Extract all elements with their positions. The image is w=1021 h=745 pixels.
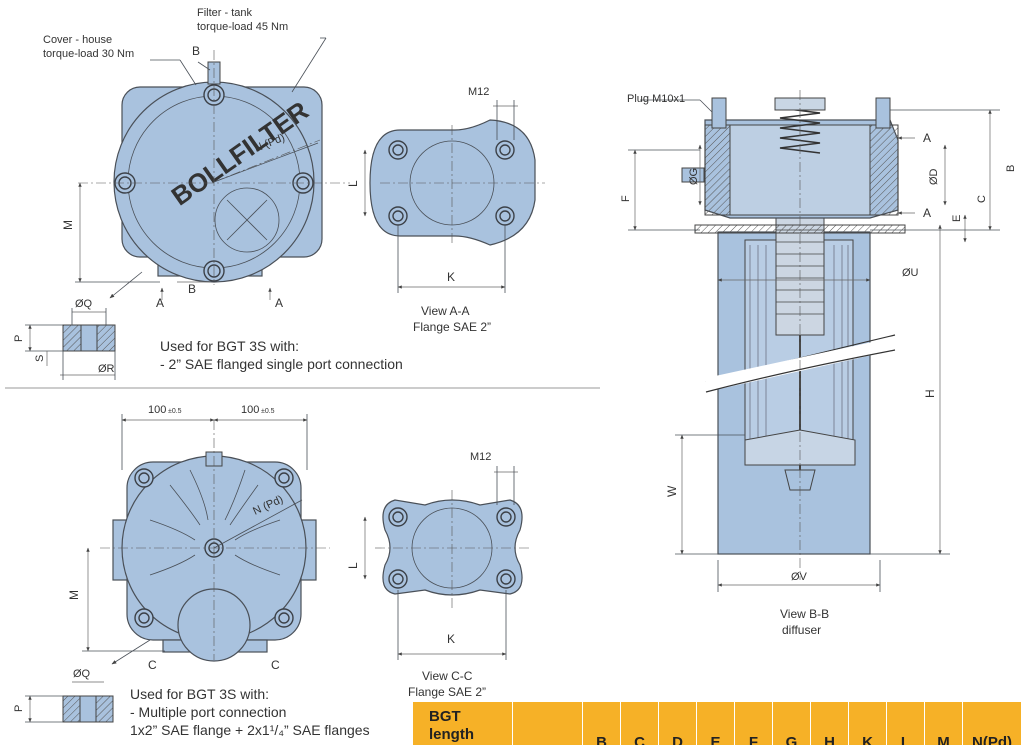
table-header-cell: G xyxy=(773,702,811,745)
port-section-detail-2 xyxy=(25,681,114,723)
table-header-cell: M xyxy=(925,702,963,745)
dim-ou: ØU xyxy=(902,267,919,279)
used-for-label-2: Used for BGT 3S with: xyxy=(130,686,269,702)
section-a-left: A xyxy=(156,296,164,310)
cover-house-label: Cover - house xyxy=(43,34,112,46)
section-a-right: A xyxy=(275,296,283,310)
dim-e: E xyxy=(951,215,963,222)
section-view-bb xyxy=(628,90,1000,592)
dim-p: P xyxy=(13,335,25,342)
dim-og: ØG xyxy=(688,168,700,185)
table-header-cell: B xyxy=(583,702,621,745)
section-a-upper: A xyxy=(923,131,931,145)
filter-tank-torque: torque-load 45 Nm xyxy=(197,21,288,33)
used-for-label-1: Used for BGT 3S with: xyxy=(160,338,299,354)
section-c-right: C xyxy=(271,658,280,672)
dim-b-right: B xyxy=(1005,165,1017,172)
table-header-cell: E xyxy=(697,702,735,745)
table-header-cell: F xyxy=(735,702,773,745)
dim-k-2: K xyxy=(447,632,455,646)
dim-m-2: M xyxy=(67,590,81,600)
dim-ov: ØV xyxy=(791,571,808,583)
dim-m12: M12 xyxy=(468,86,489,98)
dim-100-left: 100 xyxy=(148,404,166,416)
table-header-cell: N(Pd) xyxy=(972,734,1012,745)
port-section-detail xyxy=(25,308,116,380)
dim-m: M xyxy=(61,220,75,230)
dim-k: K xyxy=(447,270,455,284)
filter-tank-label: Filter - tank xyxy=(197,7,253,19)
outlet-circle xyxy=(214,187,280,253)
labels: Filter - tank torque-load 45 Nm Cover - … xyxy=(13,7,1017,738)
section-c-left: C xyxy=(148,658,157,672)
single-port-label: - 2” SAE flanged single port connection xyxy=(160,356,403,372)
flange-view-cc xyxy=(363,466,530,660)
dim-h: H xyxy=(923,389,937,398)
tol-left: ±0.5 xyxy=(168,408,182,415)
diffuser-label: diffuser xyxy=(782,623,821,637)
table-header-cell xyxy=(513,702,583,745)
table-header-cell: C xyxy=(621,702,659,745)
view-cc-label: View C-C xyxy=(422,669,473,683)
dim-l: L xyxy=(346,180,360,187)
dim-100-right: 100 xyxy=(241,404,259,416)
dim-oq-2: ØQ xyxy=(73,668,91,680)
dim-s: S xyxy=(34,355,46,362)
dim-c: C xyxy=(976,195,988,203)
top-view-multiple-port xyxy=(82,414,330,665)
multi-port-detail: 1x2” SAE flange + 2x1¹/₄” SAE flanges xyxy=(130,722,370,738)
table-header-cell: D xyxy=(659,702,697,745)
dim-b-bottom: B xyxy=(188,282,196,296)
dim-b-top: B xyxy=(192,44,200,58)
flange-cc-label: Flange SAE 2” xyxy=(408,685,486,699)
dim-oq: ØQ xyxy=(75,298,93,310)
table-header-cell: H xyxy=(811,702,849,745)
cover-house-torque: torque-load 30 Nm xyxy=(43,48,134,60)
flange-view-aa xyxy=(363,100,545,293)
view-bb-label: View B-B xyxy=(780,607,829,621)
dim-or: ØR xyxy=(98,363,115,375)
section-a-lower: A xyxy=(923,206,931,220)
table-header-cell: L xyxy=(887,702,925,745)
flange-shape xyxy=(369,119,536,246)
table-header-cell: K xyxy=(849,702,887,745)
tol-right: ±0.5 xyxy=(261,408,275,415)
dimensions-table-header: BGT length B C D E F G H K L M N(Pd) xyxy=(413,702,1021,745)
multi-port-label: - Multiple port connection xyxy=(130,704,286,720)
header-length: length xyxy=(429,726,474,743)
table-header-bgt: BGT length xyxy=(413,702,513,745)
dim-l-2: L xyxy=(346,562,360,569)
plug-label: Plug M10x1 xyxy=(627,93,685,105)
flange-aa-label: Flange SAE 2” xyxy=(413,320,491,334)
dim-m12-2: M12 xyxy=(470,451,491,463)
view-aa-label: View A-A xyxy=(421,304,469,318)
dim-f: F xyxy=(620,195,632,202)
header-bgt: BGT xyxy=(429,708,461,725)
dim-p-2: P xyxy=(13,705,25,712)
top-view-single-port: BOLLFILTER xyxy=(75,37,350,300)
dim-od: ØD xyxy=(928,168,940,185)
dim-w: W xyxy=(665,485,679,497)
